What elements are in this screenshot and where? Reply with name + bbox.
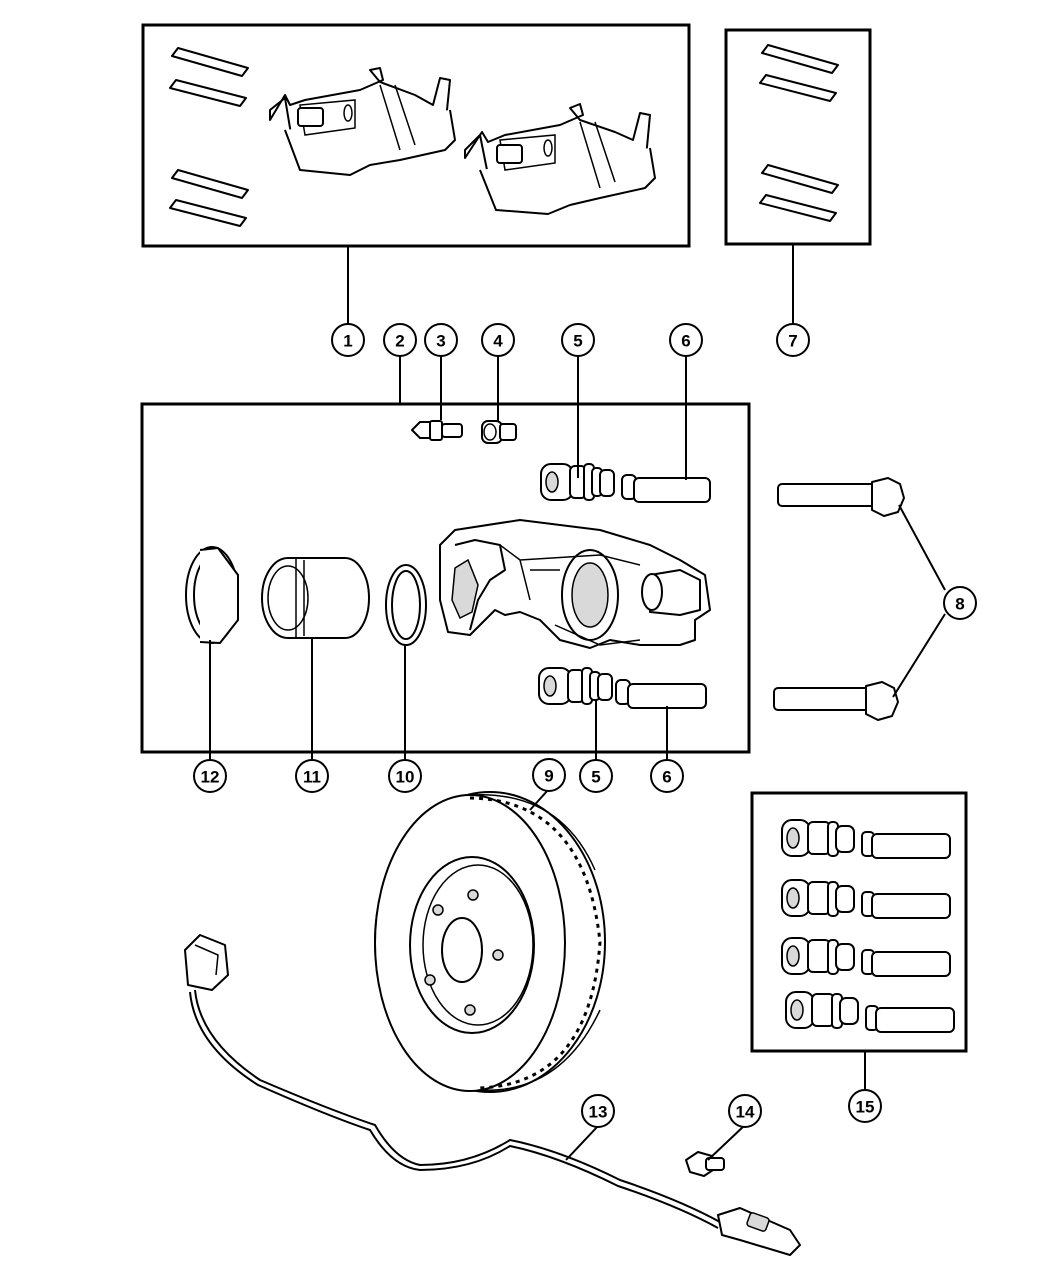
sensor-bolt bbox=[685, 1151, 725, 1177]
kit-row-4 bbox=[785, 991, 955, 1033]
callout-13: 13 bbox=[581, 1094, 615, 1128]
svg-text:5: 5 bbox=[573, 332, 582, 351]
guide-pin-boot-lower bbox=[538, 667, 613, 705]
callout-11: 11 bbox=[295, 759, 329, 793]
svg-text:5: 5 bbox=[591, 768, 600, 787]
caliper-piston bbox=[261, 557, 370, 639]
caliper-box bbox=[140, 355, 751, 760]
brake-pad-right bbox=[464, 103, 656, 215]
wheel-speed-sensor-wire bbox=[184, 934, 801, 1256]
svg-text:6: 6 bbox=[681, 332, 690, 351]
svg-text:3: 3 bbox=[436, 332, 445, 351]
callout-9: 9 bbox=[532, 758, 566, 792]
guide-pin-bolt-lower bbox=[773, 681, 899, 721]
svg-text:13: 13 bbox=[589, 1103, 608, 1122]
callout-6-lower: 6 bbox=[650, 759, 684, 793]
guide-pin-bushing-upper bbox=[621, 474, 711, 503]
callout-5-lower: 5 bbox=[579, 759, 613, 793]
svg-text:7: 7 bbox=[788, 332, 797, 351]
brake-rotor bbox=[374, 791, 606, 1093]
brake-pad-left bbox=[269, 67, 456, 176]
callout-6: 6 bbox=[669, 323, 703, 357]
caliper-housing bbox=[439, 519, 711, 649]
kit-row-2 bbox=[781, 879, 951, 919]
guide-pin-bushing-lower bbox=[615, 679, 707, 709]
svg-text:10: 10 bbox=[396, 768, 415, 787]
callout-5: 5 bbox=[561, 323, 595, 357]
pad-kit-box bbox=[141, 23, 691, 248]
callout-10: 10 bbox=[388, 759, 422, 793]
callout-15: 15 bbox=[848, 1089, 882, 1123]
kit-row-1 bbox=[781, 819, 951, 859]
guide-pin-boot-upper bbox=[540, 463, 615, 501]
boot-bushing-kit-box bbox=[750, 791, 968, 1053]
guide-pin-bolt-upper bbox=[777, 477, 905, 517]
callout-7: 7 bbox=[776, 323, 810, 357]
callout-14: 14 bbox=[728, 1094, 762, 1128]
bleeder-screw bbox=[411, 420, 463, 441]
svg-text:2: 2 bbox=[395, 332, 404, 351]
clip-kit-box bbox=[724, 28, 872, 246]
pad-clips-left bbox=[169, 47, 249, 227]
piston-dust-boot bbox=[185, 546, 239, 644]
svg-text:4: 4 bbox=[493, 332, 503, 351]
svg-text:14: 14 bbox=[736, 1103, 755, 1122]
svg-text:6: 6 bbox=[662, 768, 671, 787]
svg-text:8: 8 bbox=[955, 595, 964, 614]
callout-3: 3 bbox=[424, 323, 458, 357]
callout-4: 4 bbox=[481, 323, 515, 357]
callout-2: 2 bbox=[383, 323, 417, 357]
kit-row-3 bbox=[781, 937, 951, 977]
callout-8: 8 bbox=[943, 586, 977, 620]
bleeder-cap bbox=[481, 420, 517, 444]
svg-text:15: 15 bbox=[856, 1098, 875, 1117]
svg-text:11: 11 bbox=[303, 768, 321, 787]
svg-text:12: 12 bbox=[201, 768, 220, 787]
callout-12: 12 bbox=[193, 759, 227, 793]
svg-text:1: 1 bbox=[343, 332, 352, 351]
callout-1: 1 bbox=[331, 323, 365, 357]
svg-text:9: 9 bbox=[544, 767, 553, 786]
piston-seal bbox=[385, 564, 427, 646]
